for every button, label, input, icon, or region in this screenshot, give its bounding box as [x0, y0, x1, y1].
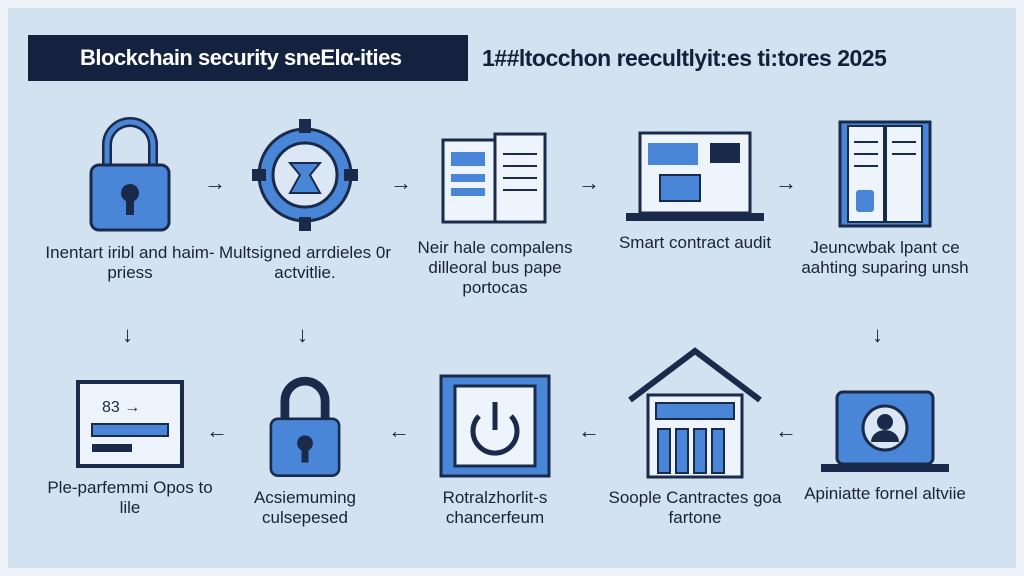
step-5: Jeuncwbak lpant ce aahting suparing unsh — [795, 118, 975, 278]
step-label: Multsigned arrdieles 0r actvitlie. — [219, 243, 391, 282]
arrow-left-icon: ← — [578, 418, 600, 443]
step-4: Smart contract audit — [605, 125, 785, 253]
step-label: Rotralzhorlit-s chancerfeum — [442, 488, 548, 527]
step-3: Neir hale compalens dilleoral bus pape p… — [405, 120, 585, 298]
arrow-right-icon: → — [775, 170, 797, 195]
arrow-down-icon: ↓ — [872, 322, 883, 347]
title-banner: Blockchain security sneElα-ities — [28, 35, 468, 81]
gear-icon — [252, 119, 358, 231]
padlock-icon — [269, 376, 341, 477]
monitor-icon — [626, 131, 764, 221]
step-label: Neir hale compalens dilleoral bus pape p… — [417, 238, 573, 297]
step-label: Jeuncwbak lpant ce aahting suparing unsh — [801, 238, 969, 277]
arrow-right-icon: → — [390, 170, 412, 195]
arrow-left-icon: ← — [775, 418, 797, 443]
laptop-user-icon — [821, 390, 949, 472]
book-icon — [838, 120, 932, 228]
svg-text:83 →: 83 → — [102, 399, 140, 416]
step-10: Apiniatte fornel altviie — [795, 388, 975, 504]
power-panel-icon — [439, 374, 551, 478]
step-7: Acsiemuming culsepesed — [215, 375, 395, 528]
step-8: Rotralzhorlit-s chancerfeum — [405, 372, 585, 528]
arrow-left-icon: ← — [206, 418, 228, 443]
arrow-down-icon: ↓ — [297, 322, 308, 347]
step-1: Inentart iribl and haim-priess — [40, 115, 220, 283]
arrow-right-icon: → — [578, 170, 600, 195]
step-label: Apiniatte fornel altviie — [804, 484, 966, 503]
step-label: Smart contract audit — [618, 233, 772, 252]
arrow-right-icon: → — [204, 170, 226, 195]
document-icon — [441, 132, 547, 224]
step-label: Inentart iribl and haim-priess — [45, 243, 215, 282]
padlock-icon — [89, 117, 171, 232]
bank-icon — [628, 347, 762, 479]
step-2: Multsigned arrdieles 0r actvitlie. — [215, 115, 395, 283]
step-label: Acsiemuming culsepesed — [253, 488, 357, 527]
subtitle: 1##ltocchon reecultlyit:es ti:tores 2025 — [482, 45, 887, 71]
card-icon: 83 → — [76, 380, 184, 468]
step-label: Ple-parfemmi Opos to lile — [47, 478, 213, 517]
arrow-left-icon: ← — [388, 418, 410, 443]
step-9: Soople Cantractes goa fartone — [605, 345, 785, 528]
step-label: Soople Cantractes goa fartone — [608, 488, 782, 527]
arrow-down-icon: ↓ — [122, 322, 133, 347]
step-6: 83 → Ple-parfemmi Opos to lile — [40, 378, 220, 518]
